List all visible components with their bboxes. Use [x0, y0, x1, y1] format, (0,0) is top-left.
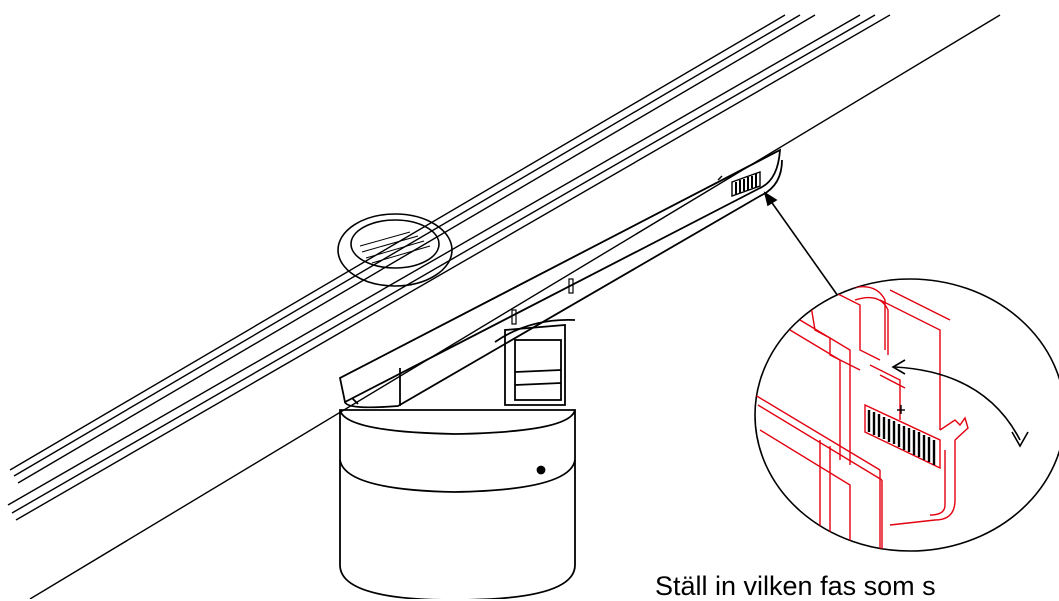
phase-dial-detail-icon	[864, 403, 941, 470]
leader-arrow	[763, 191, 839, 297]
detail-magnifier	[754, 278, 1059, 552]
rotation-arrow-icon	[891, 359, 1029, 448]
phase-selector-dial-icon	[731, 171, 761, 197]
luminaire-cylinder	[339, 318, 576, 599]
instruction-caption: Ställ in vilken fas som s	[655, 571, 936, 601]
track-rail	[7, 14, 1001, 599]
